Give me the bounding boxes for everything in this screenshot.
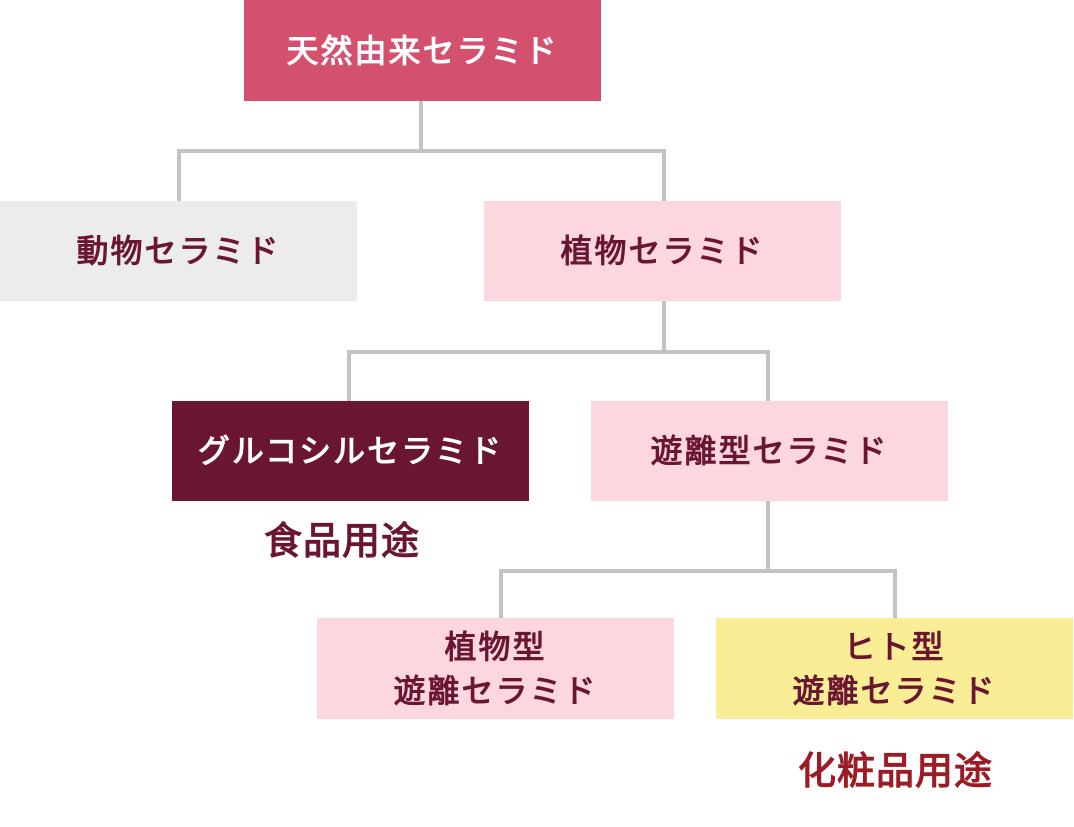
- node-label: 動物セラミド: [76, 232, 281, 270]
- connector-plant-to-glucosyl-free: [347, 301, 770, 401]
- node-label: 天然由来セラミド: [286, 31, 559, 70]
- node-glucosyl-ceramide: グルコシルセラミド: [172, 401, 529, 501]
- node-label-line1: ヒト型: [843, 627, 946, 666]
- note-cosmetic-use: 化粧品用途: [798, 749, 994, 793]
- node-label: グルコシルセラミド: [197, 432, 504, 470]
- node-free-ceramide: 遊離型セラミド: [591, 401, 948, 501]
- node-plant-ceramide: 植物セラミド: [484, 201, 841, 301]
- connector-root-to-animal-plant: [177, 101, 666, 201]
- node-animal-ceramide: 動物セラミド: [0, 201, 357, 301]
- node-plant-free-ceramide: 植物型 遊離セラミド: [317, 618, 674, 719]
- connector-free-to-types: [499, 501, 897, 618]
- node-label-line1: 植物型: [444, 627, 547, 666]
- note-food-use: 食品用途: [264, 519, 421, 563]
- node-natural-ceramide: 天然由来セラミド: [244, 0, 601, 101]
- node-human-free-ceramide: ヒト型 遊離セラミド: [716, 618, 1073, 719]
- node-label: 遊離型セラミド: [650, 432, 889, 470]
- node-label: 植物セラミド: [560, 232, 765, 270]
- node-label-line2: 遊離セラミド: [792, 671, 997, 710]
- node-label-line2: 遊離セラミド: [393, 671, 598, 710]
